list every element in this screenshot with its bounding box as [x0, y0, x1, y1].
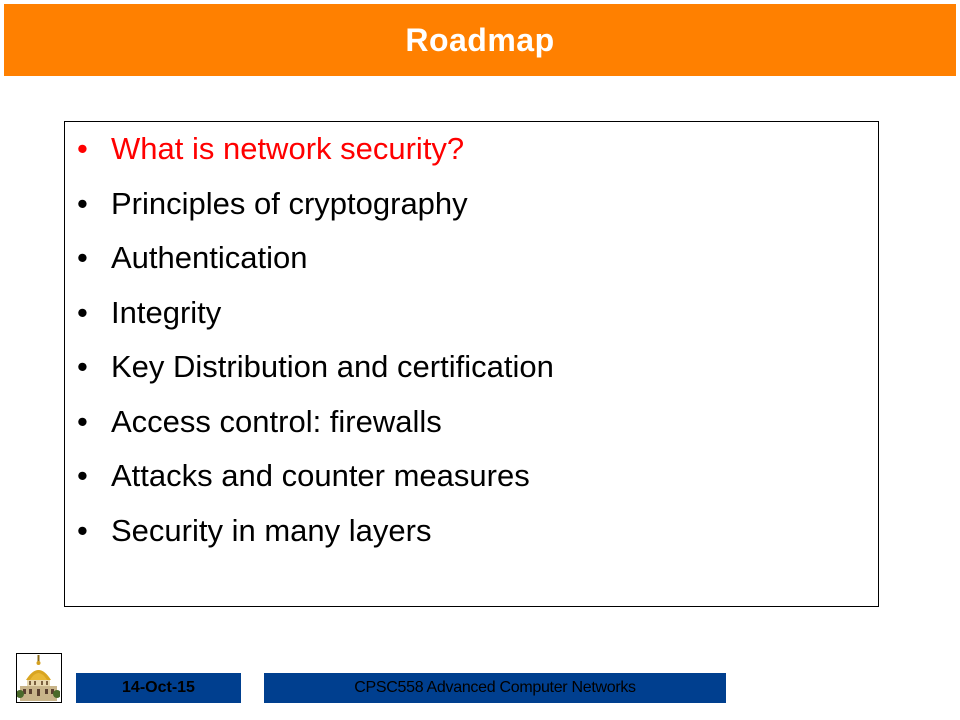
- bullet-dot: •: [77, 349, 88, 384]
- bullet-dot: •: [77, 512, 88, 548]
- bullet-text: Integrity: [111, 294, 222, 330]
- title-bar: Roadmap: [4, 4, 956, 76]
- bullet-dot: •: [77, 458, 88, 493]
- bullet-item: • Attacks and counter measures: [77, 458, 554, 513]
- bullet-dot: •: [77, 131, 88, 166]
- bullet-text: Key Distribution and certification: [111, 349, 554, 384]
- bullet-text: Access control: firewalls: [111, 403, 442, 439]
- bullet-item: • Key Distribution and certification: [77, 349, 554, 404]
- bullet-item: • Security in many layers: [77, 513, 554, 568]
- bullet-item: • Principles of cryptography: [77, 186, 554, 241]
- footer-course-title: CPSC558 Advanced Computer Networks: [354, 679, 636, 696]
- bullet-text: Attacks and counter measures: [111, 458, 530, 493]
- slide-title: Roadmap: [405, 21, 555, 58]
- bullet-dot: •: [77, 294, 88, 330]
- bullet-item: • Authentication: [77, 240, 554, 295]
- bullet-dot: •: [77, 240, 88, 275]
- bullet-text: Authentication: [111, 240, 308, 275]
- bullet-text: Security in many layers: [111, 512, 432, 548]
- bullet-dot: •: [77, 185, 88, 221]
- bullet-text: What is network security?: [111, 131, 465, 166]
- footer-date: 14-Oct-15: [122, 679, 195, 696]
- footer-course-bar: CPSC558 Advanced Computer Networks: [264, 673, 726, 703]
- footer-date-bar: 14-Oct-15: [76, 673, 241, 703]
- bullet-item: • Access control: firewalls: [77, 404, 554, 459]
- content-box: • What is network security? • Principles…: [64, 121, 879, 607]
- golden-dome-logo-icon: [16, 653, 62, 703]
- bullet-text: Principles of cryptography: [111, 185, 468, 221]
- bullet-list: • What is network security? • Principles…: [77, 131, 554, 567]
- bullet-item: • What is network security?: [77, 131, 554, 186]
- bullet-dot: •: [77, 403, 88, 439]
- bullet-item: • Integrity: [77, 295, 554, 350]
- golden-dome-logo-graphic: [17, 654, 60, 701]
